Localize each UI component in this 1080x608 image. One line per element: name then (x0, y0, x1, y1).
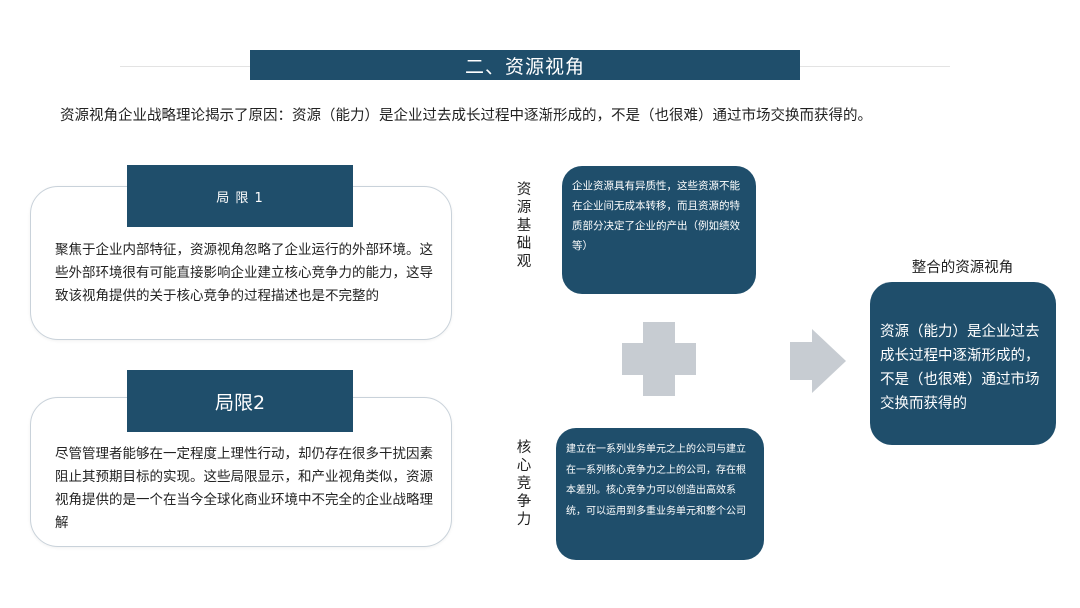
arrow-body (790, 342, 812, 380)
limit1-heading: 局 限 1 (127, 165, 353, 227)
core-competence-box: 建立在一系列业务单元之上的公司与建立在一系列核心竞争力之上的公司，存在根本差别。… (556, 428, 764, 560)
resource-base-label: 资源基础观 (516, 182, 532, 270)
integrated-text: 资源（能力）是企业过去成长过程中逐渐形成的，不是（也很难）通过市场交换而获得的 (880, 324, 1040, 412)
limit2-heading: 局限2 (127, 370, 353, 432)
integrated-title: 整合的资源视角 (911, 260, 1014, 276)
limit2-text: 尽管管理者能够在一定程度上理性行动，却仍存在很多干扰因素阻止其预期目标的实现。这… (55, 446, 433, 531)
core-competence-text: 建立在一系列业务单元之上的公司与建立在一系列核心竞争力之上的公司，存在根本差别。… (566, 444, 746, 517)
plus-horizontal-bar (622, 343, 696, 375)
resource-base-box: 企业资源具有异质性，这些资源不能在企业间无成本转移，而且资源的特质部分决定了企业… (562, 166, 756, 294)
intro-text: 资源视角企业战略理论揭示了原因：资源（能力）是企业过去成长过程中逐渐形成的，不是… (60, 108, 872, 124)
limit1-text: 聚焦于企业内部特征，资源视角忽略了企业运行的外部环境。这些外部环境很有可能直接影… (55, 242, 433, 304)
limit1-card: 聚焦于企业内部特征，资源视角忽略了企业运行的外部环境。这些外部环境很有可能直接影… (30, 186, 452, 340)
section-title: 二、资源视角 (250, 50, 800, 80)
limit2-card: 尽管管理者能够在一定程度上理性行动，却仍存在很多干扰因素阻止其预期目标的实现。这… (30, 397, 452, 547)
core-competence-label: 核心竞争力 (516, 440, 532, 528)
arrow-head (812, 329, 846, 393)
resource-base-text: 企业资源具有异质性，这些资源不能在企业间无成本转移，而且资源的特质部分决定了企业… (572, 180, 740, 252)
integrated-box: 资源（能力）是企业过去成长过程中逐渐形成的，不是（也很难）通过市场交换而获得的 (870, 282, 1056, 445)
